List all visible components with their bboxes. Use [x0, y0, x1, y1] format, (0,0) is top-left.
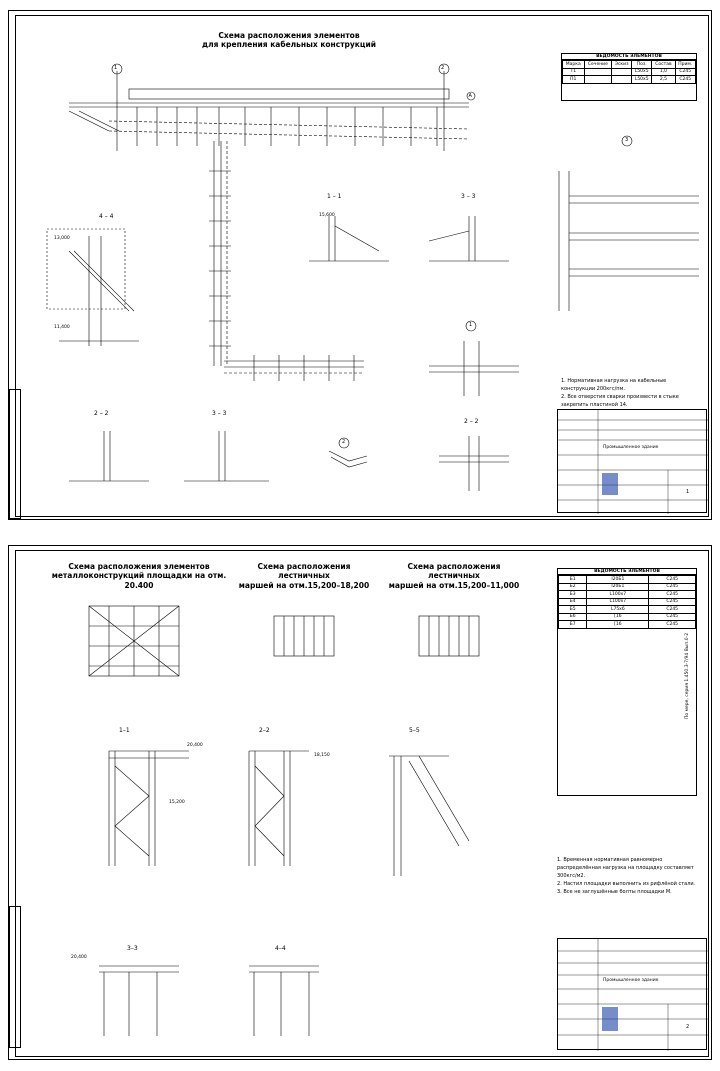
schedule-side-note: По мере, серия 1.450.3-7/94 Вып.0-2 [685, 632, 690, 719]
title-block-project: Промышленное здание [603, 445, 659, 450]
sheet-1-notes: 1. Нормативная нагрузка на кабельные кон… [561, 378, 679, 408]
sheet-1-title-block: Промышленное здание 1 [557, 409, 708, 514]
section-4-4-label: 4 – 4 [99, 213, 114, 220]
schedule-title: ВЕДОМОСТЬ ЭЛЕМЕНТОВ [562, 54, 696, 60]
title-block-sheet-number: 2 [686, 1024, 690, 1030]
section-4-4-label: 4–4 [275, 945, 286, 952]
section-1-1-label: 1–1 [119, 727, 130, 734]
sheet-1-plan-drawing [46, 63, 699, 491]
section-3-3-label: 3–3 [127, 945, 138, 952]
sheet-2-drawings [88, 605, 480, 1036]
schedule-header: Поз. [631, 60, 653, 69]
elevation-label: 11,400 [54, 325, 70, 330]
section-3-3-label: 3 – 3 [461, 193, 476, 200]
node-2-label: 2 [342, 439, 346, 445]
section-3-3b-label: 3 – 3 [212, 410, 227, 417]
node-1-label: 1 [469, 322, 473, 328]
sheet-2-frame [15, 550, 709, 1057]
node-3-label: 3 [625, 137, 629, 143]
sheet-1-frame [15, 15, 709, 517]
sheet-2-title-block: Промышленное здание 2 [557, 938, 708, 1051]
sheet-2-side-stamp [9, 906, 21, 1048]
sheet-2-notes: 1. Временная нормативная равномерно расп… [557, 857, 696, 895]
schedule-header: Состав [651, 60, 676, 69]
elevation-label: 15,200 [169, 800, 185, 805]
axis-1-label: 1 [114, 65, 118, 71]
title-block-project: Промышленное здание [603, 978, 659, 983]
elevation-label: 20,400 [187, 743, 203, 748]
schedule-title: ВЕДОМОСТЬ ЭЛЕМЕНТОВ [558, 569, 696, 575]
elevation-label: 20,400 [71, 955, 87, 960]
axis-a-label: A [468, 92, 472, 99]
sheet-1-side-stamp [9, 389, 21, 519]
elevation-label: 15,600 [319, 213, 335, 218]
elevation-label: 13,000 [54, 236, 70, 241]
elevation-label: 18,150 [314, 753, 330, 758]
section-1-1-label: 1 – 1 [327, 193, 342, 200]
section-2-2-label: 2 – 2 [94, 410, 109, 417]
schedule-header: Прим. [674, 60, 697, 69]
schedule-header: Эскиз [611, 60, 633, 69]
schedule-header: Марка [562, 60, 585, 69]
section-2-2b-label: 2 – 2 [464, 418, 479, 425]
section-5-5-label: 5–5 [409, 727, 420, 734]
section-2-2-label: 2–2 [259, 727, 270, 734]
title-block-sheet-number: 1 [686, 489, 690, 495]
axis-2-label: 2 [441, 65, 445, 71]
schedule-header: Сечение [583, 60, 613, 69]
